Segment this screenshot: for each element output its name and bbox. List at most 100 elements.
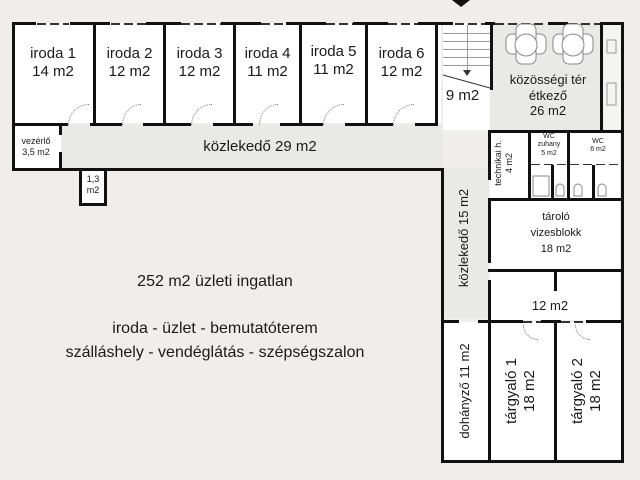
- wall: [621, 22, 624, 462]
- room-name: iroda 2: [106, 45, 153, 62]
- wall: [488, 130, 491, 180]
- room-iroda-4: iroda 4 11 m2: [236, 45, 299, 81]
- corridor-label: közlekedő 29 m2: [203, 138, 317, 155]
- window: [111, 23, 146, 25]
- wall: [441, 168, 444, 463]
- wall: [551, 165, 554, 200]
- room-name-2: étkező: [528, 87, 568, 103]
- wall: [441, 320, 459, 323]
- wall: [12, 123, 68, 126]
- room-12m2: 12 m2: [531, 298, 569, 313]
- staircase: [443, 25, 490, 77]
- room-name: közösségi tér: [509, 72, 587, 87]
- wall: [488, 320, 491, 462]
- wall: [70, 22, 110, 25]
- room-area: 18 m2: [521, 370, 538, 412]
- wall: [554, 269, 557, 291]
- room-targyalo-1: tárgyaló 1 18 m2: [503, 351, 541, 431]
- room-name: iroda 5: [310, 43, 357, 60]
- room-area: 18 m2: [540, 242, 572, 255]
- room-name: WC: [592, 138, 604, 145]
- partition: [570, 164, 621, 165]
- description-line-1: iroda - üzlet - bemutatóterem: [112, 320, 318, 337]
- wall: [415, 123, 438, 126]
- window: [37, 23, 69, 25]
- entrance-arrow-icon[interactable]: [452, 0, 470, 7]
- room-area: 4 m2: [503, 153, 514, 174]
- wall: [435, 22, 438, 125]
- room-iroda-6: iroda 6 12 m2: [368, 45, 435, 81]
- wall: [79, 168, 82, 205]
- wall: [12, 22, 36, 25]
- south-block-floor: [443, 322, 623, 462]
- room-iroda-5: iroda 5 11 m2: [302, 43, 365, 79]
- room-name-2: zuhany: [537, 141, 561, 149]
- stair-arrow-icon: [463, 70, 471, 76]
- room-area: 18 m2: [587, 370, 604, 412]
- room-name: tárgyaló 2: [569, 358, 586, 424]
- wall: [93, 22, 96, 125]
- door: [561, 321, 586, 323]
- room-area: 14 m2: [32, 63, 74, 80]
- room-name: iroda 1: [30, 45, 76, 62]
- room-area: 1,3: [86, 174, 100, 184]
- room-vezerlo: vezérlő 3,5 m2: [13, 136, 59, 158]
- wall: [90, 123, 122, 126]
- wall: [59, 125, 62, 135]
- corridor2-floor: [443, 168, 488, 318]
- wall: [143, 123, 191, 126]
- wall: [104, 168, 107, 205]
- room-kozossegi-ter: közösségi tér étkező 26 m2: [498, 72, 598, 119]
- wall: [280, 123, 323, 126]
- room-dohanyzo: dohányző 11 m2: [457, 343, 472, 439]
- wall: [59, 152, 62, 170]
- room-name: WC: [543, 133, 555, 140]
- corridor-floor: [62, 125, 443, 168]
- room-iroda-2: iroda 2 12 m2: [96, 45, 163, 81]
- room-name: tárgyaló 1: [503, 358, 520, 424]
- corridor2-label: közlekedő 15 m2: [456, 188, 471, 288]
- room-wc: WC 6 m2: [575, 138, 621, 155]
- wall: [600, 22, 603, 132]
- wall: [233, 22, 236, 125]
- room-area: 5 m2: [541, 149, 557, 157]
- wall: [163, 22, 166, 125]
- room-wc-zuhany: WC zuhany 5 m2: [531, 133, 567, 158]
- room-targyalo-2: tárgyaló 2 18 m2: [569, 351, 607, 431]
- window: [455, 23, 485, 25]
- wall: [602, 22, 624, 25]
- wall: [353, 22, 388, 25]
- room-iroda-1: iroda 1 14 m2: [14, 45, 92, 81]
- window: [326, 23, 353, 25]
- room-area: 11 m2: [313, 61, 354, 78]
- room-area: 12 m2: [178, 63, 221, 80]
- wall: [12, 22, 15, 170]
- wall: [345, 123, 393, 126]
- room-iroda-3: iroda 3 12 m2: [166, 45, 233, 81]
- partition: [531, 164, 567, 165]
- wall: [490, 22, 493, 90]
- wall: [586, 320, 623, 323]
- room-small: 1,3 m2: [82, 174, 104, 196]
- wall: [299, 22, 302, 125]
- room-name: technikai h.: [493, 140, 503, 186]
- wall: [488, 280, 491, 320]
- room-area: 6 m2: [590, 146, 606, 154]
- room-name: iroda 4: [244, 45, 291, 62]
- wall: [488, 130, 623, 133]
- wall: [488, 198, 491, 263]
- room-technikai: technikai h. 4 m2: [493, 133, 517, 193]
- room-name: vezérlő: [21, 136, 51, 146]
- wall: [554, 320, 557, 462]
- wall: [213, 123, 253, 126]
- stair-area: 9 m2: [445, 87, 480, 104]
- room-name: tároló: [542, 211, 570, 223]
- wall: [567, 130, 570, 200]
- room-area-unit: m2: [86, 184, 100, 195]
- window: [181, 23, 221, 25]
- wall: [221, 22, 261, 25]
- vezerlo-floor: [13, 125, 61, 168]
- window: [568, 23, 603, 25]
